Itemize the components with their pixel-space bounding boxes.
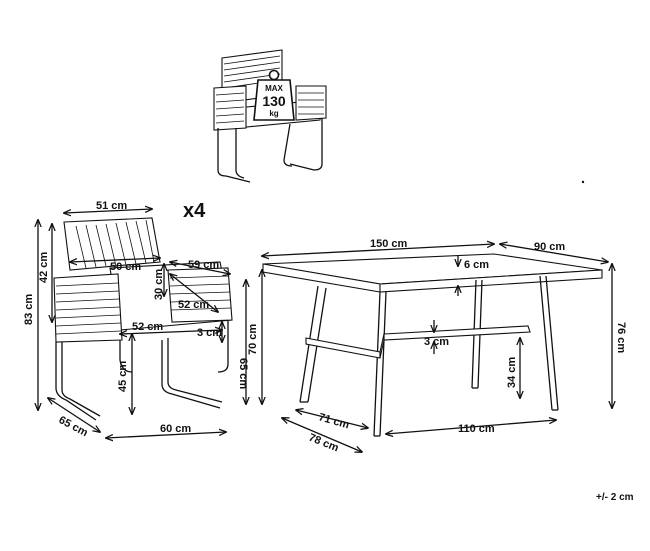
dim-chair-arm-depth: 59 cm bbox=[188, 259, 219, 271]
quantity-label: x4 bbox=[183, 200, 206, 222]
weight-max: MAX bbox=[265, 84, 283, 93]
dim-table-width: 90 cm bbox=[534, 241, 565, 253]
dim-table-length: 150 cm bbox=[370, 238, 408, 250]
dim-table-height: 70 cm bbox=[247, 324, 259, 355]
dim-chair-seat-height: 45 cm bbox=[117, 361, 129, 392]
dim-chair-seat-width: 50 cm bbox=[110, 261, 141, 273]
dim-chair-depth: 65 cm bbox=[57, 414, 90, 439]
dim-chair-width-bottom: 60 cm bbox=[160, 423, 191, 435]
weight-value: 130 bbox=[262, 93, 286, 109]
dim-chair-seat-depth-top: 52 cm bbox=[178, 299, 209, 311]
dim-chair-height-arm: 65 cm bbox=[237, 358, 249, 389]
weight-icon bbox=[253, 79, 295, 121]
dim-chair-seat-depth: 52 cm bbox=[132, 321, 163, 333]
dim-table-leg-depth-inner: 71 cm bbox=[317, 411, 351, 431]
chair-weight-illustration: MAX 130 kg bbox=[213, 49, 327, 183]
dim-chair-armrest-height: 30 cm bbox=[153, 269, 165, 300]
weight-unit: kg bbox=[269, 109, 278, 118]
dim-table-bar-thickness: 3 cm bbox=[424, 336, 449, 348]
dim-chair-height-total: 83 cm bbox=[23, 294, 35, 325]
dim-chair-width-top: 51 cm bbox=[96, 200, 127, 212]
dim-chair-thickness: 3 cm bbox=[197, 327, 222, 339]
dim-table-height-total: 76 cm bbox=[615, 322, 627, 353]
dim-table-top-thickness: 6 cm bbox=[464, 259, 489, 271]
dim-chair-height-back: 42 cm bbox=[38, 252, 50, 283]
stray-dot bbox=[581, 180, 585, 184]
chair-illustration bbox=[53, 217, 233, 421]
dim-table-bar-height: 34 cm bbox=[506, 357, 518, 388]
table-illustration bbox=[262, 253, 603, 437]
dim-table-leg-span: 110 cm bbox=[458, 423, 495, 435]
tolerance-note: +/- 2 cm bbox=[596, 492, 634, 503]
